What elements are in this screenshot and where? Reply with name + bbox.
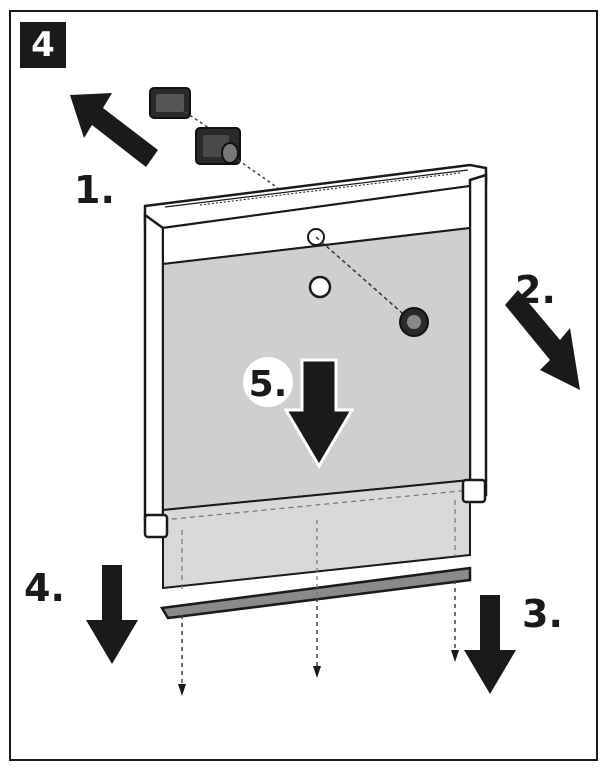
screw-icon: [451, 650, 459, 662]
arrow-down-icon: [464, 595, 516, 694]
step-number-badge: 4: [20, 22, 66, 68]
step-label-4: 4.: [24, 566, 65, 610]
arrow-down-icon: [86, 565, 138, 664]
arrow-down-right-icon: [505, 290, 580, 390]
screw-icon: [399, 307, 429, 337]
panel-extension: [162, 478, 471, 590]
screw-icon: [178, 684, 186, 696]
clip-icon: [195, 127, 241, 165]
arrow-down-icon: [283, 358, 355, 469]
bottom-bar: [159, 566, 472, 620]
screw-icon: [313, 666, 321, 678]
guide-line: [237, 159, 279, 189]
step-label-5: 5.: [249, 364, 288, 405]
mount-hole: [308, 275, 332, 299]
step-label-3: 3.: [522, 592, 563, 636]
step-label-1: 1.: [74, 168, 115, 212]
step-5-badge: 5.: [243, 357, 293, 407]
corner-cap: [461, 478, 487, 504]
instruction-frame: [9, 10, 598, 761]
blind-frame: [143, 173, 488, 522]
arrow-up-left-icon: [70, 93, 158, 167]
corner-cap: [143, 513, 169, 539]
clip-icon: [149, 87, 191, 119]
